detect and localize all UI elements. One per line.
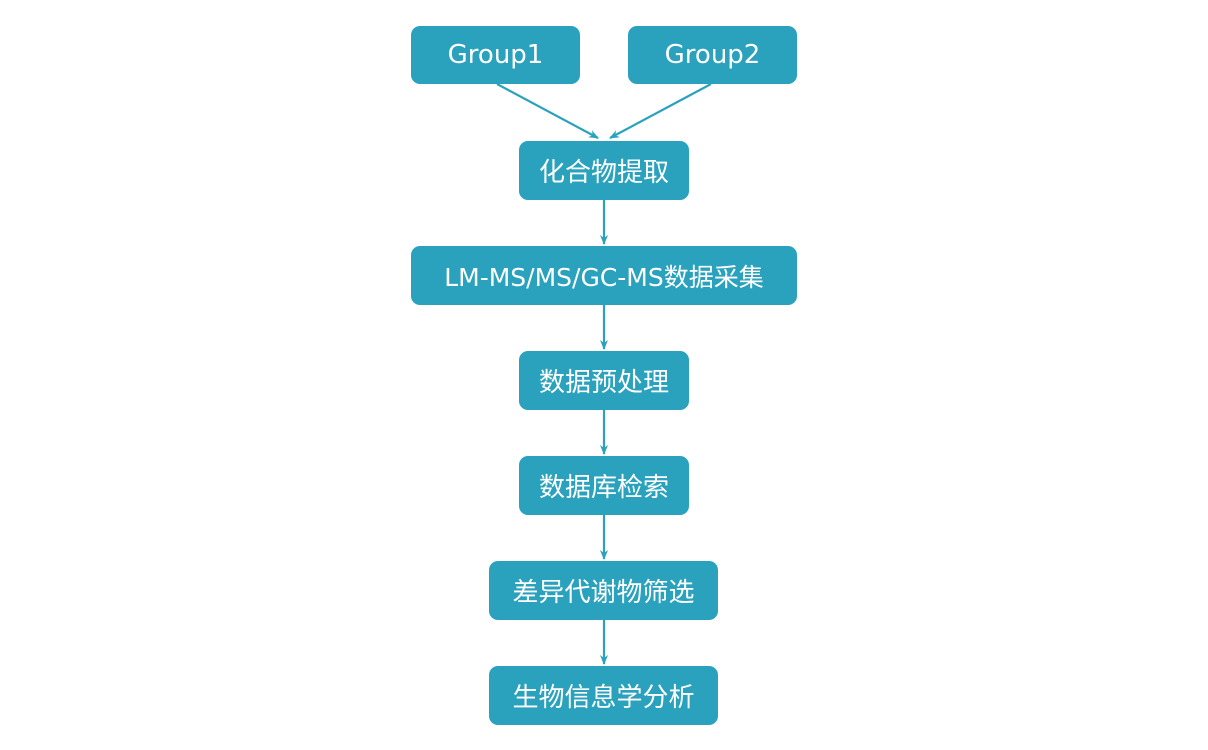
node-data-acquisition-label: LM-MS/MS/GC-MS数据采集 xyxy=(444,262,764,292)
node-bioinformatics-analysis-label: 生物信息学分析 xyxy=(512,683,695,713)
node-compound-extraction: 化合物提取 xyxy=(519,141,689,200)
arrow-group1-to-extraction xyxy=(496,83,599,139)
node-differential-metabolite-screening: 差异代谢物筛选 xyxy=(489,561,718,620)
node-database-search-label: 数据库检索 xyxy=(538,473,669,503)
node-data-acquisition: LM-MS/MS/GC-MS数据采集 xyxy=(411,246,797,305)
node-group2: Group2 xyxy=(628,26,797,84)
node-bioinformatics-analysis: 生物信息学分析 xyxy=(489,666,718,725)
arrow-group2-to-extraction xyxy=(609,83,712,139)
node-compound-extraction-label: 化合物提取 xyxy=(538,158,669,188)
node-database-search: 数据库检索 xyxy=(519,456,689,515)
node-differential-metabolite-screening-label: 差异代谢物筛选 xyxy=(512,578,695,608)
node-group1-label: Group1 xyxy=(447,40,544,70)
node-data-preprocessing-label: 数据预处理 xyxy=(538,368,669,398)
node-data-preprocessing: 数据预处理 xyxy=(519,351,689,410)
node-group1: Group1 xyxy=(411,26,580,84)
node-group2-label: Group2 xyxy=(664,40,761,70)
